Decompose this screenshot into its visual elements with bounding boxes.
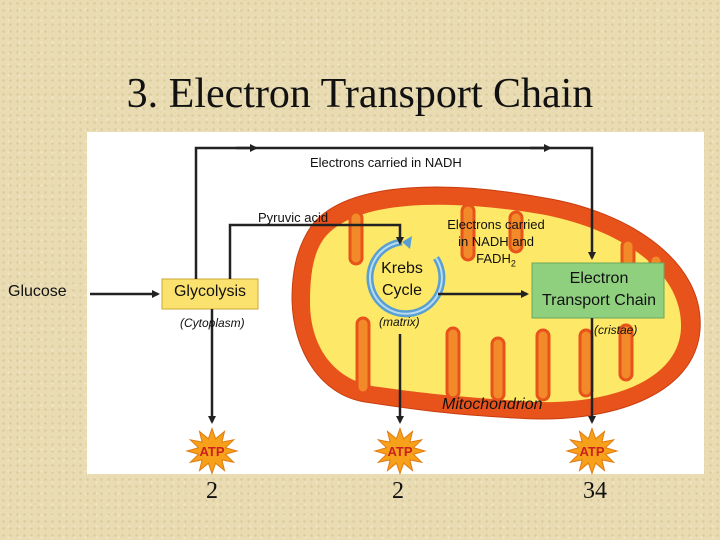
fadh-label: FADH2 bbox=[436, 250, 556, 273]
cristae-label: (cristae) bbox=[594, 323, 638, 337]
atp-star-glycolysis bbox=[185, 426, 239, 476]
etc-line1: Electron bbox=[569, 270, 629, 287]
atp-star-glycolysis-label: ATP bbox=[199, 444, 224, 459]
fadh-text: FADH bbox=[476, 251, 511, 266]
atp-star-krebs-label: ATP bbox=[387, 444, 412, 459]
cytoplasm-label: (Cytoplasm) bbox=[180, 316, 245, 330]
electrons-carried-label: Electrons carried in NADH and FADH2 bbox=[436, 216, 556, 273]
atp-count-glycolysis: 2 bbox=[206, 478, 218, 504]
glucose-label: Glucose bbox=[8, 283, 67, 300]
matrix-label: (matrix) bbox=[379, 315, 420, 329]
electrons-carried-line2: in NADH and bbox=[458, 234, 534, 249]
atp-star-etc-label: ATP bbox=[579, 444, 604, 459]
fadh-subscript: 2 bbox=[510, 258, 516, 269]
atp-star-etc bbox=[565, 426, 619, 476]
pyruvic-acid-label: Pyruvic acid bbox=[258, 210, 329, 225]
krebs-line1: Krebs bbox=[381, 260, 423, 277]
glycolysis-label: Glycolysis bbox=[173, 283, 246, 300]
atp-count-etc: 34 bbox=[583, 478, 607, 504]
atp-count-krebs: 2 bbox=[392, 478, 404, 504]
atp-star-krebs bbox=[373, 426, 427, 476]
flow-arrows bbox=[90, 144, 596, 424]
etc-box bbox=[531, 262, 665, 319]
slide-title: 3. Electron Transport Chain bbox=[126, 71, 594, 117]
electrons-carried-line1: Electrons carried bbox=[447, 217, 545, 232]
etc-line2: Transport Chain bbox=[541, 292, 657, 309]
krebs-cycle-label: Krebs Cycle bbox=[370, 258, 434, 302]
glycolysis-box bbox=[161, 278, 259, 310]
etc-label: Electron Transport Chain bbox=[532, 268, 666, 312]
krebs-line2: Cycle bbox=[381, 282, 422, 299]
nadh-top-label: Electrons carried in NADH bbox=[310, 155, 462, 170]
krebs-cycle-ring bbox=[366, 236, 446, 318]
mitochondrion-label: Mitochondrion bbox=[442, 396, 543, 413]
